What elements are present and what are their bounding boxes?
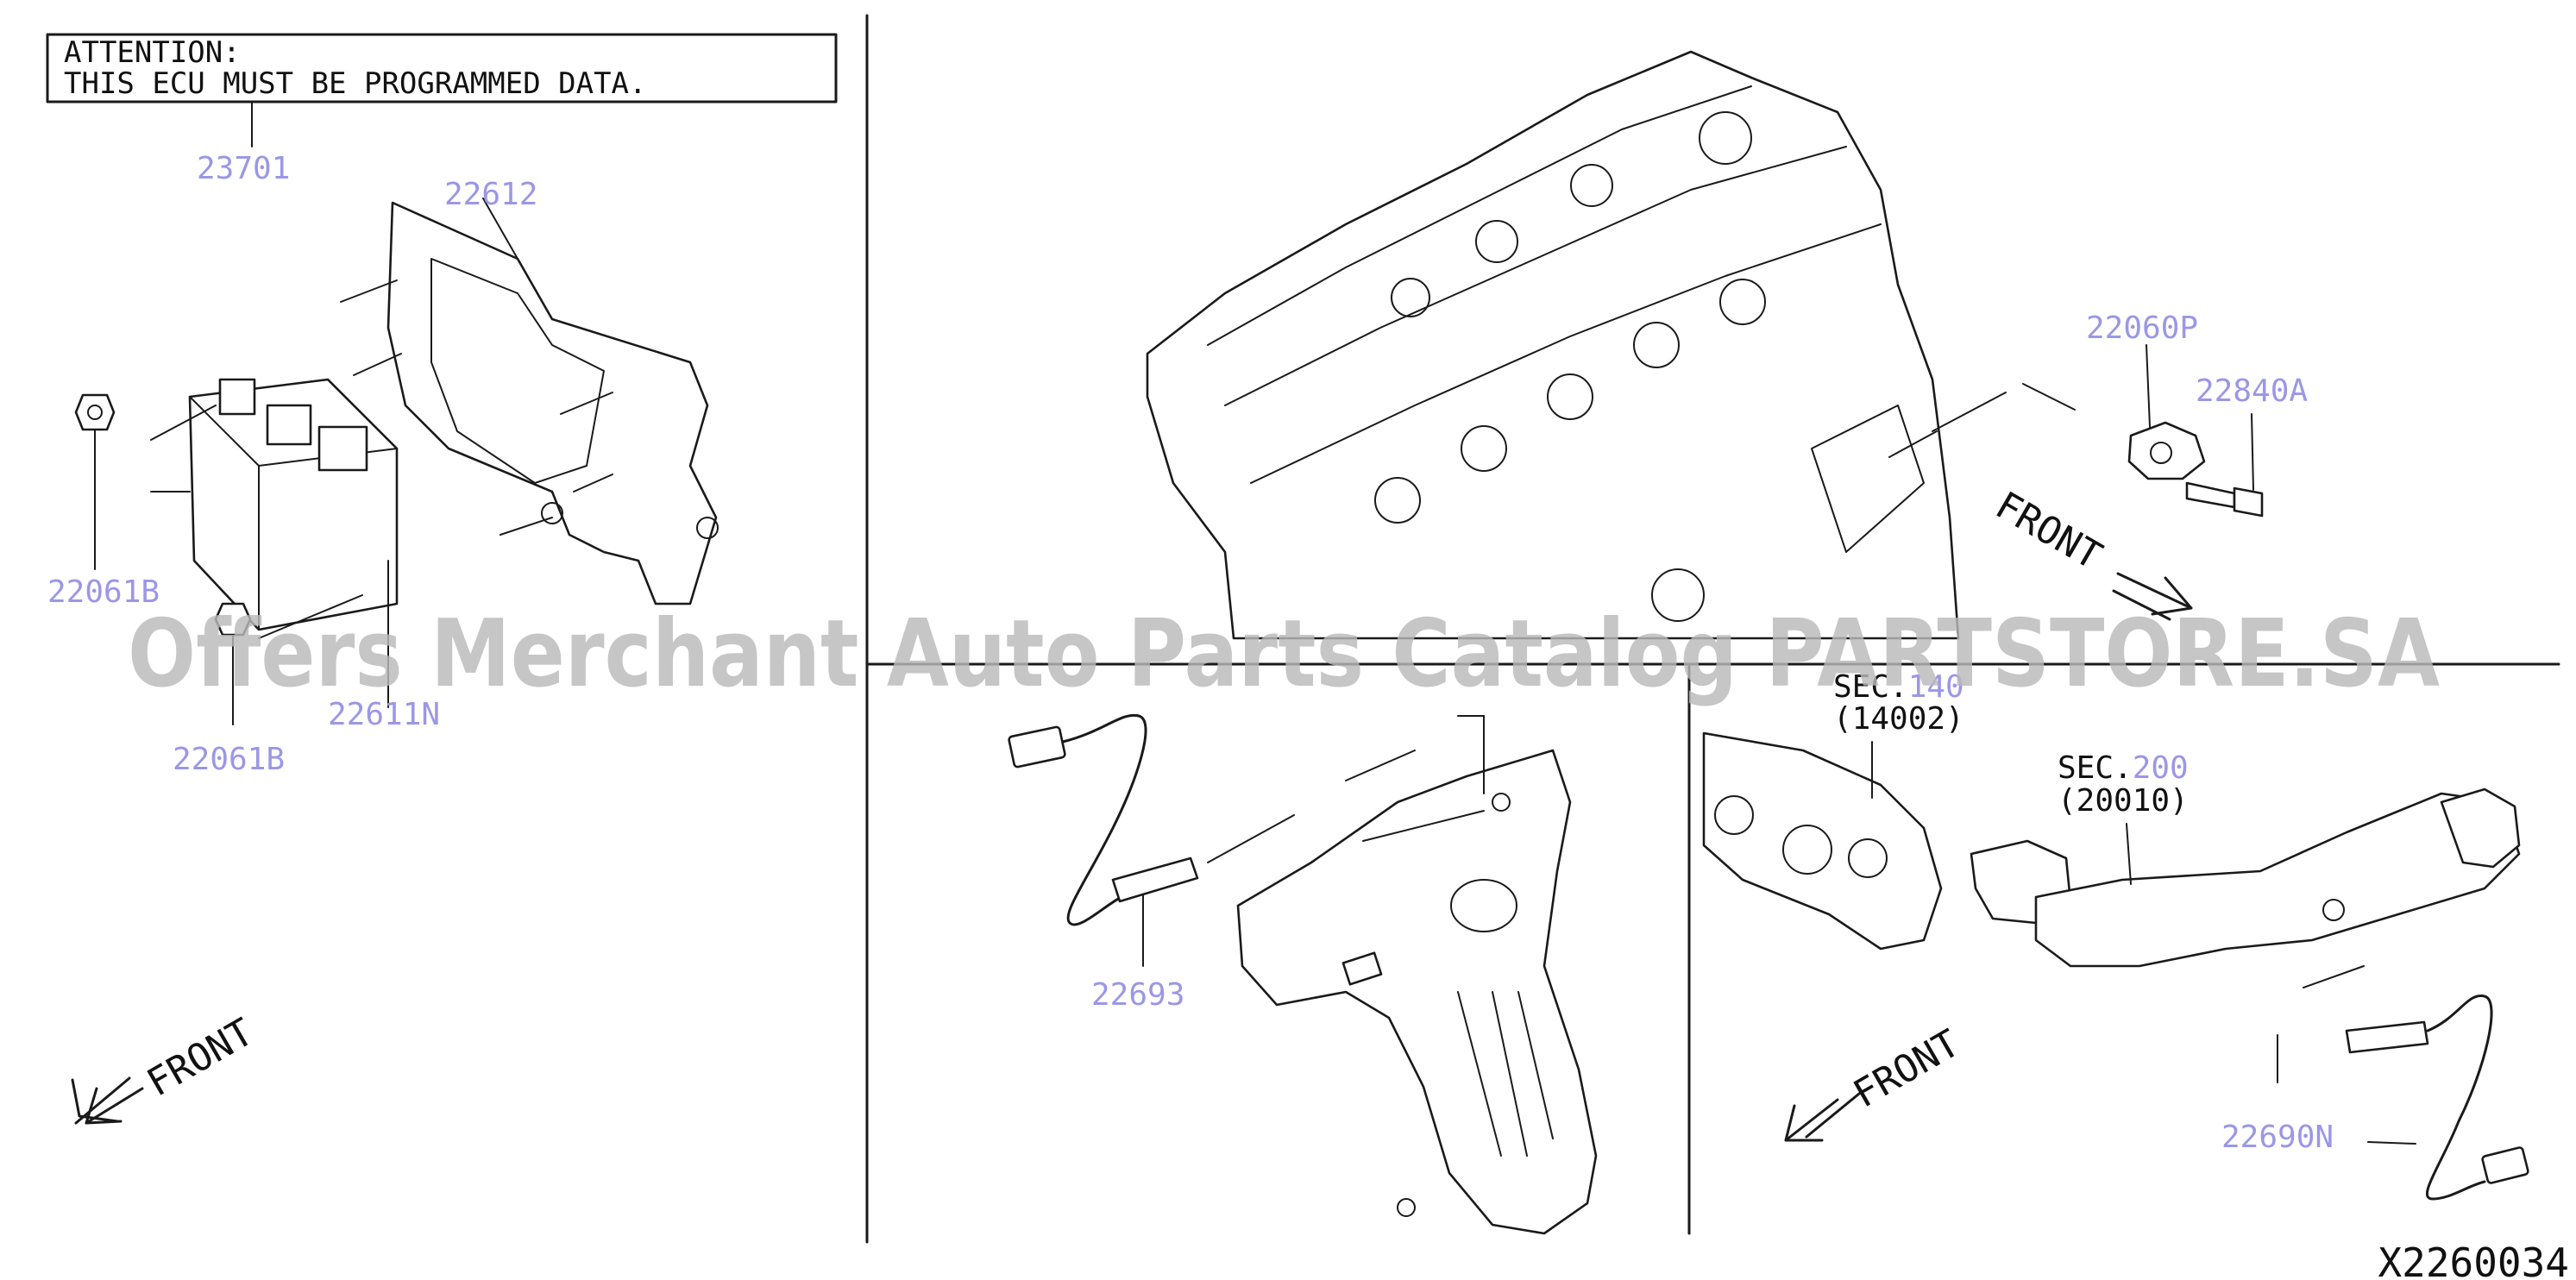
air-fuel-ratio-sensor: [1008, 713, 1295, 967]
part-number-22693[interactable]: 22693: [1091, 977, 1184, 1013]
sec200-prefix: SEC.: [2058, 750, 2133, 786]
sec140-prefix: SEC.: [1833, 669, 1908, 705]
part-number-22690n[interactable]: 22690N: [2221, 1120, 2334, 1155]
svg-text:SEC.140: SEC.140: [1833, 669, 1964, 705]
sec140-code: (14002): [1833, 701, 1964, 737]
attention-title: ATTENTION:: [64, 35, 241, 70]
part-number-22611n[interactable]: 22611N: [328, 697, 440, 732]
front-arrow-bottom-right: FRONT: [1784, 1021, 1967, 1142]
front-arrow-right: FRONT: [1989, 483, 2193, 621]
knock-sensor-bolt: [2185, 413, 2264, 518]
sec140-number: 140: [1908, 669, 1964, 705]
front-label-2: FRONT: [1989, 483, 2109, 578]
watermark-text: Offers Merchant Auto Parts Catalog PARTS…: [128, 600, 2440, 708]
section-ref-200: SEC.200 (20010): [2058, 750, 2189, 819]
diagram-code: X2260034: [2378, 1239, 2569, 1280]
part-number-22061b-upper[interactable]: 22061B: [47, 574, 160, 610]
part-number-22060p[interactable]: 22060P: [2086, 311, 2198, 346]
downstream-oxygen-sensor: [2277, 965, 2529, 1201]
exhaust-manifold-heat-shield: [1236, 715, 1598, 1235]
nut-22061b-upper: [74, 393, 116, 431]
front-arrow-left: FRONT: [71, 1010, 261, 1125]
engine-assembly: [1146, 50, 2076, 640]
knock-sensor: [2127, 344, 2206, 480]
panel-dividers: [865, 14, 2560, 1244]
section-ref-140: SEC.140 (14002): [1833, 669, 1964, 737]
sec200-code: (20010): [2058, 783, 2189, 819]
catalytic-converter: [1970, 787, 2521, 968]
svg-text:SEC.200: SEC.200: [2058, 750, 2189, 786]
front-label-3: FRONT: [1846, 1021, 1967, 1116]
ecu-bracket: [386, 201, 718, 605]
front-label-1: FRONT: [140, 1010, 261, 1105]
part-number-22612[interactable]: 22612: [444, 177, 537, 212]
part-number-22840a[interactable]: 22840A: [2196, 373, 2308, 409]
part-number-23701[interactable]: 23701: [197, 151, 290, 186]
attention-message: THIS ECU MUST BE PROGRAMMED DATA.: [64, 66, 647, 101]
nut-22061b-lower: [214, 602, 252, 637]
engine-block: [1146, 50, 1960, 640]
sec200-number: 200: [2133, 750, 2189, 786]
attention-notice: ATTENTION: THIS ECU MUST BE PROGRAMMED D…: [46, 33, 838, 147]
exhaust-manifold-flange: [1702, 731, 1943, 951]
ecu-assembly: [74, 198, 719, 725]
part-number-22061b-lower[interactable]: 22061B: [173, 742, 285, 777]
part-number-labels: 23701 22612 22061B 22611N 22061B 22060P …: [47, 151, 2334, 1155]
